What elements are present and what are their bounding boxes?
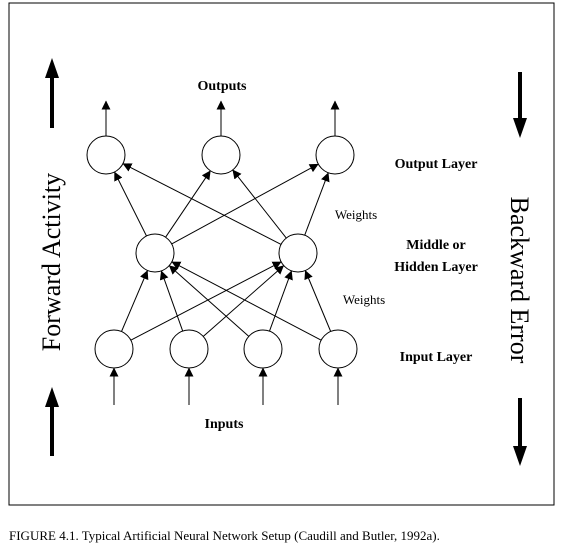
hidden-node-1 — [135, 233, 175, 273]
connection-hidden-2-to-output-3 — [304, 172, 330, 236]
connection-input-3-to-hidden-1 — [168, 265, 250, 337]
hidden-node-2 — [278, 233, 318, 273]
connection-input-1-to-hidden-1 — [121, 270, 149, 332]
hidden-layer-label-line1: Middle or — [406, 238, 466, 253]
input-layer-label: Input Layer — [400, 350, 473, 365]
connection-hidden-1-to-output-3 — [171, 163, 319, 245]
forward-activity-label: Forward Activity — [37, 173, 66, 351]
connection-hidden-2-to-output-1 — [122, 163, 282, 245]
connection-input-2-to-hidden-1 — [159, 270, 184, 332]
input-node-4 — [318, 329, 358, 369]
connection-hidden-1-to-output-2 — [165, 170, 211, 238]
backward-error-label: Backward Error — [505, 197, 534, 364]
outputs-label: Outputs — [197, 79, 247, 94]
connection-input-4-to-hidden-2 — [304, 270, 332, 332]
input-node-2 — [169, 329, 209, 369]
output-node-2 — [201, 135, 241, 175]
forward-arrow-top-icon — [45, 58, 59, 128]
weights-upper-label: Weights — [335, 207, 377, 222]
network-nodes — [86, 135, 358, 369]
connection-input-3-to-hidden-2 — [269, 270, 293, 332]
figure-caption: FIGURE 4.1. Typical Artificial Neural Ne… — [9, 528, 440, 543]
output-node-3 — [315, 135, 355, 175]
weights-lower-label: Weights — [343, 292, 385, 307]
inputs-label: Inputs — [205, 417, 244, 432]
input-node-3 — [243, 329, 283, 369]
input-node-1 — [94, 329, 134, 369]
output-node-1 — [86, 135, 126, 175]
hidden-layer-label-line2: Hidden Layer — [394, 260, 478, 275]
output-layer-label: Output Layer — [395, 157, 478, 172]
connection-hidden-1-to-output-1 — [114, 171, 147, 237]
connection-input-1-to-hidden-2 — [130, 261, 282, 341]
forward-arrow-bottom-icon — [45, 387, 59, 456]
network-connections — [101, 100, 343, 405]
figure-frame — [8, 2, 555, 506]
backward-arrow-bottom-icon — [513, 398, 527, 466]
connection-input-2-to-hidden-2 — [202, 265, 285, 337]
connection-input-4-to-hidden-1 — [171, 261, 322, 341]
connection-hidden-2-to-output-2 — [232, 169, 287, 239]
backward-arrow-top-icon — [513, 72, 527, 138]
